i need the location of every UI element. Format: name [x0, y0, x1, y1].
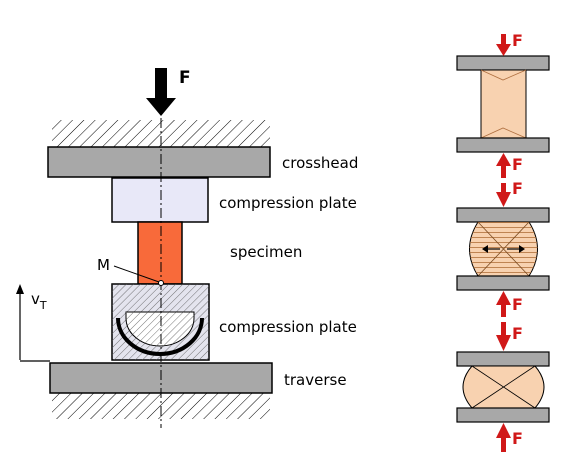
stage-3-top-force-label: F — [512, 324, 523, 343]
crosshead-label: crosshead — [282, 154, 358, 172]
traverse-label: traverse — [284, 371, 347, 389]
stage-3-cross-lines — [471, 365, 536, 409]
stage-2-top-plate — [456, 207, 550, 223]
stage-2-bottom-arrow-head — [496, 291, 511, 305]
force-arrow-head — [146, 98, 176, 116]
velocity-label: vT — [31, 290, 47, 312]
stage-1-top-force-label: F — [512, 31, 523, 50]
velocity-arrow-head — [16, 284, 24, 294]
stage-2-arrow-left-head — [482, 245, 488, 253]
spherical-seat — [116, 317, 204, 356]
stage-3-bottom-force-label: F — [512, 429, 523, 448]
stage-1-bottom-force-label: F — [512, 155, 523, 174]
stage-2-top-arrow-shaft — [501, 183, 506, 193]
stage-1-bottom-arrow-shaft — [501, 166, 506, 178]
stage-2-bottom-force-label: F — [512, 295, 523, 314]
stage-1-top-plate — [456, 55, 550, 71]
stage-1-top-arrow-shaft — [501, 34, 506, 46]
stage-3-top-arrow-head — [496, 335, 511, 351]
crosshead-bar — [47, 146, 271, 178]
seat-insert-hatching — [126, 312, 194, 346]
compression-plate-bottom-label: compression plate — [219, 318, 357, 336]
point-m-label: M — [97, 256, 110, 274]
stage-3-bottom-plate — [456, 407, 550, 423]
force-arrow-shaft — [155, 68, 167, 100]
point-m-marker — [158, 280, 164, 286]
stage-1-dead-zones — [480, 69, 527, 139]
stage-2-cross-lines — [477, 221, 530, 277]
stage-3-bottom-arrow-head — [496, 423, 511, 438]
compression-plate-top-label: compression plate — [219, 194, 357, 212]
apparatus: M F vT crosshead compression plate speci… — [16, 68, 358, 428]
stage-3-flattened: F F — [456, 322, 550, 452]
stage-2-barrelling: F F — [456, 179, 550, 317]
stage-2-arrow-right-head — [519, 245, 525, 253]
stage-3-top-plate — [456, 351, 550, 367]
top-compression-plate — [111, 177, 209, 223]
stage-1-top-arrow-head — [496, 44, 511, 56]
stage-1-specimen — [480, 69, 527, 139]
stage-2-top-force-label: F — [512, 179, 523, 198]
stage-2-bottom-plate — [456, 275, 550, 291]
specimen-block — [137, 221, 183, 285]
stage-1-initial: F F — [456, 31, 550, 178]
stage-1-bottom-plate — [456, 137, 550, 153]
specimen-label: specimen — [230, 243, 302, 261]
stage-1-bottom-arrow-head — [496, 153, 511, 166]
stage-2-bottom-arrow-shaft — [501, 305, 506, 317]
stage-3-bottom-arrow-shaft — [501, 438, 506, 452]
stage-3-top-arrow-shaft — [501, 322, 506, 336]
point-m-leader — [113, 265, 160, 283]
force-label: F — [179, 68, 191, 88]
stage-2-top-arrow-head — [496, 192, 511, 207]
